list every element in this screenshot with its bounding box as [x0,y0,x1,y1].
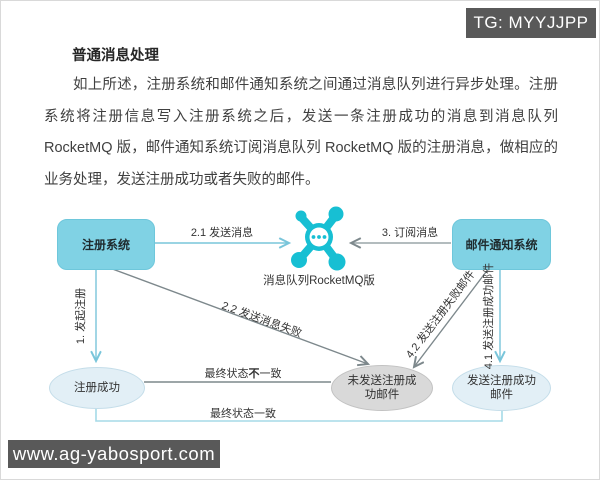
node-email-sent-line1: 发送注册成功 [467,375,536,387]
node-email-not-sent: 未发送注册成 功邮件 [331,365,433,411]
edge-label-final-state-mismatch: 最终状态不一致 [183,365,303,381]
edge-label-subscribe: 3. 订阅消息 [381,227,439,239]
site-watermark-badge: www.ag-yabosport.com [8,440,220,468]
arrow-send-fail-email [414,267,490,367]
edge-label-send-message-failed: 2.2 发送消息失败 [219,299,304,341]
final-mismatch-bold: 不 [248,368,260,380]
rocketmq-icon [291,206,346,271]
node-email-not-sent-line2: 功邮件 [364,389,400,401]
node-rocketmq-label: 消息队列RocketMQ版 [263,275,375,287]
node-register-success: 注册成功 [49,367,145,409]
node-email-system-label: 邮件通知系统 [465,238,538,252]
node-register-system: 注册系统 [57,219,155,270]
node-register-success-label: 注册成功 [74,382,120,394]
edge-label-send-success-email: 4.1 发送注册成功邮件 [483,262,495,370]
node-email-sent-line2: 邮件 [490,389,513,401]
node-register-system-label: 注册系统 [81,238,130,252]
section-title: 普通消息处理 [72,48,159,64]
edge-label-send-fail-email: 4.2 发送注册失败邮件 [403,268,478,361]
edge-label-start-register: 1. 发起注册 [75,287,87,345]
edge-label-final-state-match: 最终状态一致 [210,408,276,420]
body-paragraph: 如上所述，注册系统和邮件通知系统之间通过消息队列进行异步处理。注册系统将注册信息… [44,77,558,188]
node-email-system: 邮件通知系统 [452,219,551,270]
final-mismatch-prefix: 最终状态 [204,368,249,380]
tg-watermark-badge: TG: MYYJJPP [466,8,596,38]
node-email-not-sent-line1: 未发送注册成 [347,375,417,387]
edge-label-send-message: 2.1 发送消息 [190,227,254,239]
final-mismatch-suffix: 一致 [259,368,282,380]
node-email-sent: 发送注册成功 邮件 [452,365,551,411]
